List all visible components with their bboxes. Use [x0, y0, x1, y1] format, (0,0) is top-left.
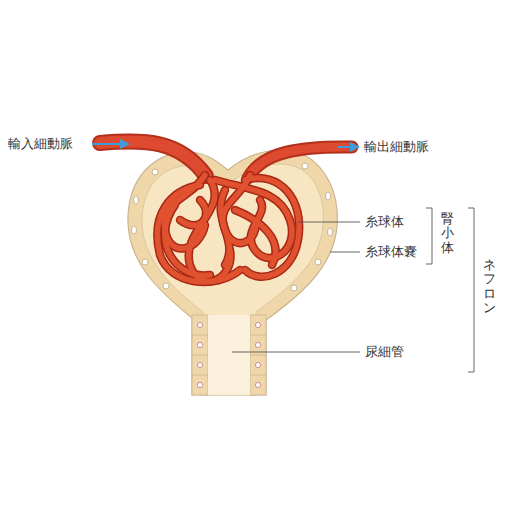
bracket-label: 腎小体 — [441, 212, 454, 255]
leader-lines — [232, 208, 474, 372]
part-label: 糸球体 — [365, 214, 404, 230]
capsule-space — [142, 164, 323, 395]
arterioles — [100, 141, 352, 178]
capsule-outer — [128, 150, 337, 395]
part-label: 糸球体嚢 — [365, 244, 417, 260]
glomerulus-capillaries — [157, 175, 299, 282]
vessel-label: 輸出細動脈 — [364, 139, 429, 155]
bracket-label: ネフロン — [483, 258, 496, 315]
tubule — [192, 315, 266, 395]
flow-arrows — [92, 144, 358, 147]
vessel-label: 輸入細動脈 — [8, 136, 73, 152]
capsule-cells — [132, 163, 333, 291]
part-label: 尿細管 — [365, 344, 404, 360]
